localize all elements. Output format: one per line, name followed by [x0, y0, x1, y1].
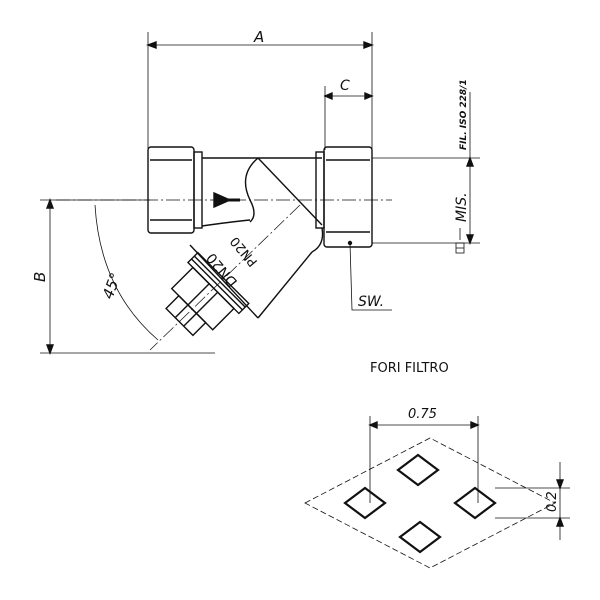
filter-holes-detail: FORI FILTRO 0.75 0.2	[304, 361, 570, 569]
dimension-c: C	[323, 78, 374, 150]
dimension-a-label: A	[253, 28, 264, 46]
filter-height-label: 0.2	[545, 491, 560, 512]
thread-standard-label: FIL. ISO 228/1	[459, 79, 469, 150]
size-label: MIS.	[454, 192, 470, 222]
filter-detail-title: FORI FILTRO	[370, 361, 449, 376]
left-hex-nut	[147, 146, 203, 234]
dimension-c-label: C	[340, 78, 350, 94]
filter-width-label: 0.75	[408, 407, 437, 422]
dimension-b: B	[31, 198, 215, 355]
size-dimension: FIL. ISO 228/1 MIS.	[372, 79, 480, 254]
pn-marking: PN20	[228, 233, 261, 269]
wrench-label: SW.	[358, 294, 384, 310]
dimension-b-label: B	[31, 272, 49, 282]
dimension-a: A	[146, 28, 374, 150]
filter-outline	[304, 437, 556, 569]
valve-body	[189, 157, 324, 319]
right-hex-nut	[315, 146, 373, 248]
angle-label: 45°	[99, 270, 125, 301]
wrench-size-leader: SW.	[349, 242, 392, 311]
strainer-axis	[149, 204, 301, 351]
